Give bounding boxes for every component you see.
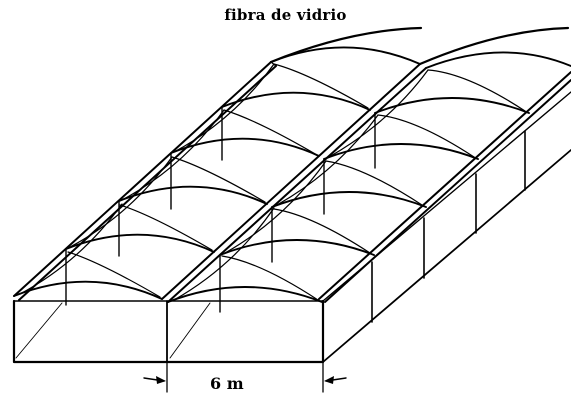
roof-vertical-posts xyxy=(65,106,376,313)
side-wall-right xyxy=(322,91,571,363)
front-base-wall xyxy=(12,299,325,364)
roof-arches-right-bay xyxy=(167,51,571,303)
roof-arches-left-bay xyxy=(13,46,421,300)
bay-width-dimension-label: 6 m xyxy=(210,374,244,393)
roof-diagonal-braces xyxy=(19,63,526,301)
bay-width-dimension xyxy=(143,361,347,393)
material-label: fibra de vidrio xyxy=(224,6,347,24)
roof-ridges xyxy=(13,61,571,303)
roof-top-edge xyxy=(269,26,570,67)
